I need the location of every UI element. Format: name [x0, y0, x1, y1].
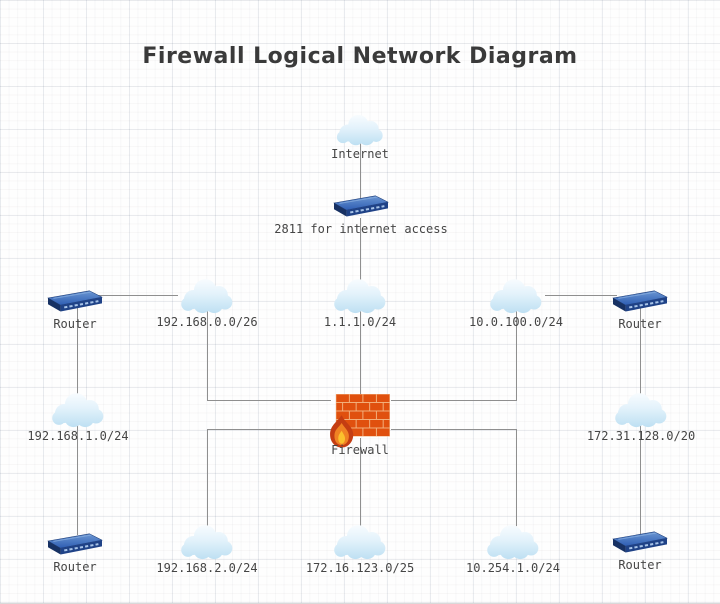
cloud-icon: [612, 390, 670, 428]
cloud-icon: [178, 276, 236, 314]
node-firewall[interactable]: Firewall: [312, 394, 408, 457]
node-internet-label: Internet: [331, 147, 389, 161]
cloud-icon: [484, 522, 542, 560]
connector-firewall-net-172-16-123: [360, 438, 361, 526]
cloud-icon: [331, 276, 389, 314]
connector-router-tl-net-192-168-0: [98, 295, 178, 296]
connector-internet-2811: [360, 136, 361, 200]
connector-net-10-0-100-router-tr: [545, 295, 617, 296]
node-net-172-16-123-label: 172.16.123.0/25: [305, 561, 415, 575]
node-net-172-31-128[interactable]: 172.31.128.0/20: [581, 390, 701, 443]
node-router-2811[interactable]: 2811 for internet access: [271, 194, 451, 236]
cloud-icon: [487, 276, 545, 314]
connector-firewall-net-192-168-2-h: [207, 429, 331, 430]
connector-net-10-0-100-firewall-h: [391, 400, 516, 401]
node-internet[interactable]: Internet: [300, 112, 420, 161]
router-icon: [46, 289, 104, 316]
node-net-192-168-1-label: 192.168.1.0/24: [27, 429, 129, 443]
node-router-bottom-left[interactable]: Router: [15, 532, 135, 574]
node-net-192-168-1[interactable]: 192.168.1.0/24: [18, 390, 138, 443]
connector-net-10-0-100-firewall-v: [516, 310, 517, 401]
node-net-192-168-2-label: 192.168.2.0/24: [156, 561, 258, 575]
node-router-top-left-label: Router: [53, 317, 97, 331]
node-net-192-168-0-label: 192.168.0.0/26: [156, 315, 258, 329]
node-router-top-right[interactable]: Router: [580, 289, 700, 331]
node-net-10-254-1[interactable]: 10.254.1.0/24: [453, 522, 573, 575]
node-net-172-31-128-label: 172.31.128.0/20: [586, 429, 696, 443]
node-net-10-0-100[interactable]: 10.0.100.0/24: [456, 276, 576, 329]
node-net-10-254-1-label: 10.254.1.0/24: [466, 561, 560, 575]
connector-net-1-1-1-firewall: [360, 306, 361, 398]
cloud-icon: [331, 522, 389, 560]
connector-firewall-net-10-254-1-v: [516, 429, 517, 526]
node-net-10-0-100-label: 10.0.100.0/24: [469, 315, 563, 329]
connector-net-192-168-0-firewall-h: [207, 400, 331, 401]
node-router-top-right-label: Router: [618, 317, 662, 331]
node-net-172-16-123[interactable]: 172.16.123.0/25: [297, 522, 423, 575]
node-net-1-1-1[interactable]: 1.1.1.0/24: [300, 276, 420, 329]
router-icon: [611, 289, 669, 316]
router-icon: [332, 194, 390, 221]
cloud-icon: [49, 390, 107, 428]
router-icon: [611, 530, 669, 557]
diagram-title: Firewall Logical Network Diagram: [142, 44, 578, 69]
connector-firewall-net-10-254-1-h: [391, 429, 516, 430]
node-router-top-left[interactable]: Router: [15, 289, 135, 331]
node-net-192-168-0[interactable]: 192.168.0.0/26: [147, 276, 267, 329]
node-firewall-label: Firewall: [331, 443, 389, 457]
connector-net-192-168-0-firewall-v: [207, 310, 208, 401]
node-net-192-168-2[interactable]: 192.168.2.0/24: [147, 522, 267, 575]
node-router-bottom-left-label: Router: [53, 560, 97, 574]
cloud-icon: [178, 522, 236, 560]
node-router-2811-label: 2811 for internet access: [274, 222, 448, 236]
firewall-brick-icon: [328, 394, 392, 450]
router-icon: [46, 532, 104, 559]
node-net-1-1-1-label: 1.1.1.0/24: [323, 315, 397, 329]
node-router-bottom-right[interactable]: Router: [580, 530, 700, 572]
cloud-icon: [334, 112, 386, 146]
connector-2811-net-1-1-1: [360, 218, 361, 280]
connector-firewall-net-192-168-2-v: [207, 429, 208, 526]
node-router-bottom-right-label: Router: [618, 558, 662, 572]
